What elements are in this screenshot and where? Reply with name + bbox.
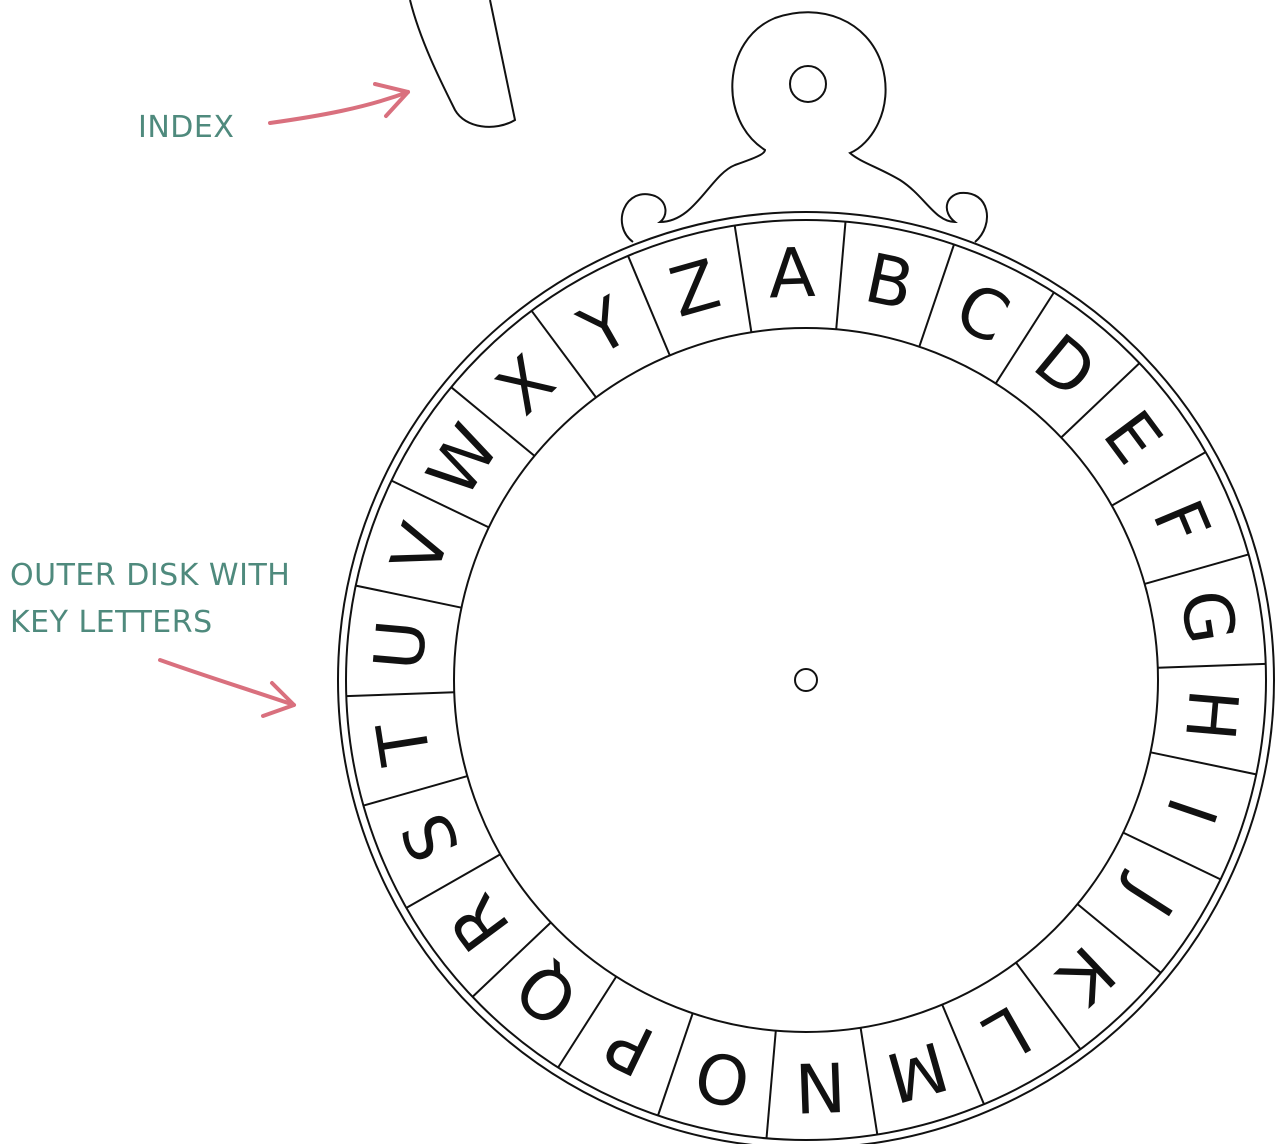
- outer-disk-arrow: [160, 660, 294, 716]
- letter-divider: [861, 1028, 878, 1135]
- key-letter-d: D: [1019, 320, 1110, 414]
- letter-divider: [1145, 554, 1249, 584]
- key-letter-v: V: [377, 515, 467, 584]
- key-letter-m: M: [878, 1025, 956, 1117]
- letter-divider: [658, 1013, 693, 1115]
- letter-divider: [356, 586, 462, 608]
- key-letter-a: A: [767, 234, 816, 315]
- key-letter-t: T: [363, 716, 448, 771]
- key-letter-j: J: [1109, 866, 1189, 929]
- index-label: INDEX: [138, 110, 234, 145]
- disk-hanger: [622, 12, 987, 242]
- letter-divider: [1123, 833, 1220, 880]
- key-letter-u: U: [360, 617, 443, 673]
- key-letter-l: L: [971, 989, 1043, 1076]
- letter-divider: [767, 1031, 776, 1139]
- key-letter-q: Q: [502, 946, 594, 1041]
- key-letter-c: C: [943, 268, 1020, 360]
- key-letter-y: Y: [566, 282, 642, 372]
- outer-rim-inner: [346, 220, 1266, 1140]
- outer-disk-label-line1: OUTER DISK WITH: [10, 558, 290, 593]
- key-letter-g: G: [1164, 585, 1250, 649]
- center-hole: [795, 669, 817, 691]
- inner-disk-edge: [454, 328, 1158, 1032]
- index-pointer: [410, 0, 515, 127]
- key-letter-f: F: [1136, 490, 1224, 557]
- key-letter-b: B: [858, 239, 920, 326]
- key-letter-r: R: [434, 880, 526, 965]
- key-letter-e: E: [1087, 397, 1176, 479]
- letter-divider: [364, 776, 468, 806]
- letter-divider: [1151, 752, 1257, 774]
- key-letter-x: X: [482, 341, 570, 430]
- letter-dividers: [346, 222, 1265, 1139]
- key-letter-o: O: [688, 1033, 757, 1121]
- key-letter-z: Z: [662, 245, 728, 334]
- letter-divider: [1158, 664, 1266, 668]
- hanger-hole: [790, 66, 826, 102]
- key-letter-p: P: [594, 1001, 665, 1090]
- index-arrow: [270, 84, 408, 123]
- letter-divider: [735, 226, 752, 333]
- letter-divider: [836, 222, 845, 330]
- key-letter-i: I: [1150, 788, 1231, 832]
- key-letter-s: S: [387, 802, 477, 872]
- key-letter-n: N: [793, 1045, 847, 1126]
- outer-disk-label-line2: KEY LETTERS: [10, 605, 213, 640]
- key-letter-k: K: [1041, 930, 1129, 1020]
- key-letter-h: H: [1169, 686, 1252, 744]
- letter-divider: [346, 692, 454, 696]
